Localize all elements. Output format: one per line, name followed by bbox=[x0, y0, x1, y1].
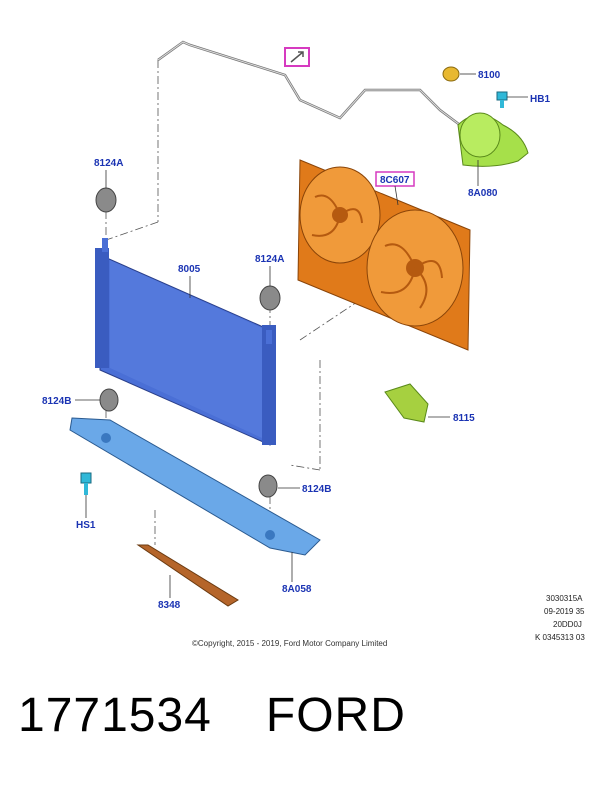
ref-code-3: 20DD0J bbox=[553, 620, 582, 629]
mount-8124a-left bbox=[95, 187, 117, 213]
mount-8124b-right bbox=[258, 474, 278, 498]
ref-code-1: 3030315A bbox=[546, 594, 583, 603]
label-8a080: 8A080 bbox=[468, 188, 498, 199]
coolant-hose bbox=[157, 40, 461, 126]
part-number: 1771534 bbox=[18, 689, 212, 742]
lower-support-bracket bbox=[69, 417, 321, 556]
label-leaders bbox=[75, 73, 528, 598]
label-8124b-left: 8124B bbox=[42, 396, 71, 407]
label-8124b-right: 8124B bbox=[302, 484, 331, 495]
mount-8124b-left bbox=[99, 388, 119, 412]
label-8a058: 8A058 bbox=[282, 584, 312, 595]
label-8005: 8005 bbox=[178, 264, 201, 275]
reservoir-cap bbox=[442, 66, 460, 82]
ref-code-4: K 0345313 03 bbox=[535, 633, 585, 642]
ref-code-2: 09-2019 35 bbox=[544, 607, 585, 616]
hose-reference-icon bbox=[284, 47, 310, 67]
seal-strip bbox=[136, 544, 239, 607]
label-hb1: HB1 bbox=[530, 94, 550, 105]
label-8100: 8100 bbox=[478, 70, 501, 81]
hs1-screw bbox=[80, 472, 92, 495]
copyright-notice: ©Copyright, 2015 - 2019, Ford Motor Comp… bbox=[192, 639, 388, 648]
parts-diagram: 8124A 8124A 8124B 8124B 8005 8C607 8100 … bbox=[42, 40, 585, 642]
fan-shroud bbox=[297, 159, 471, 351]
label-8c607: 8C607 bbox=[380, 175, 410, 186]
label-hs1: HS1 bbox=[76, 520, 96, 531]
mount-8124a-right bbox=[259, 285, 281, 311]
coolant-reservoir bbox=[457, 112, 529, 167]
label-8124a-right: 8124A bbox=[255, 254, 284, 265]
label-8124a-left: 8124A bbox=[94, 158, 123, 169]
temperature-sensor bbox=[384, 383, 429, 423]
brand-name: FORD bbox=[265, 689, 406, 742]
footer-title: 1771534 FORD bbox=[18, 688, 588, 743]
label-8348: 8348 bbox=[158, 600, 181, 611]
hb1-bolt bbox=[496, 91, 508, 108]
label-8115: 8115 bbox=[453, 413, 475, 424]
radiator bbox=[95, 238, 276, 446]
